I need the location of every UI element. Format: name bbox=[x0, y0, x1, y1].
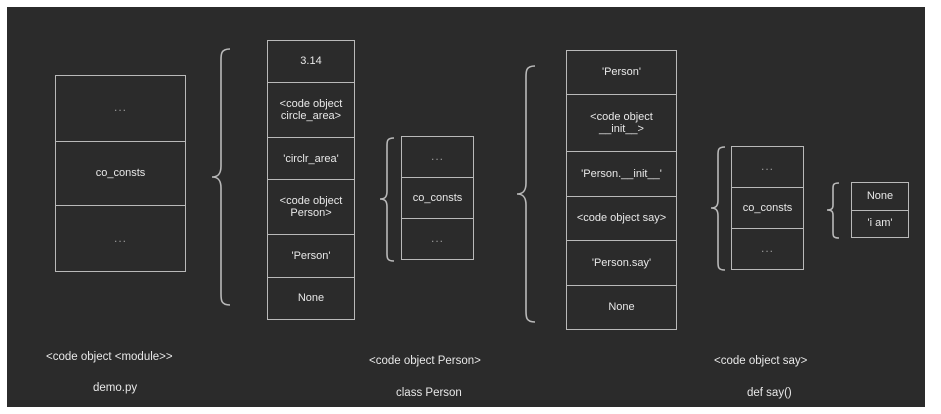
box-row-ellipsis-top: ... bbox=[402, 137, 473, 179]
const-item: 'circlr_area' bbox=[268, 138, 354, 181]
brace-person-consts bbox=[512, 65, 542, 323]
const-item: 'Person' bbox=[268, 235, 354, 278]
box-row-ellipsis-top: ... bbox=[56, 76, 185, 142]
co-consts-list-person: 'Person' <code object __init__> 'Person.… bbox=[566, 50, 677, 330]
const-item: 3.14 bbox=[268, 41, 354, 84]
box-row-ellipsis-bottom: ... bbox=[430, 230, 444, 245]
const-item: 'i am' bbox=[867, 217, 893, 230]
const-item: <code object __init__> bbox=[567, 95, 676, 153]
box-row-ellipsis-bottom: ... bbox=[760, 240, 774, 255]
const-item: None bbox=[297, 292, 325, 304]
co-consts-list-module: 3.14 <code object circle_area> 'circlr_a… bbox=[267, 40, 355, 320]
caption-code-object-person: <code object Person> bbox=[369, 355, 481, 367]
brace-module-consts bbox=[207, 48, 237, 306]
caption-code-object-say: <code object say> bbox=[714, 355, 808, 367]
const-item: None bbox=[852, 183, 908, 211]
diagram-canvas: ... co_consts ... 3.14 <code object circ… bbox=[7, 7, 925, 407]
co-consts-list-say: None 'i am' bbox=[851, 182, 909, 238]
box-row-co-consts: co_consts bbox=[56, 142, 185, 207]
caption-code-object-module: <code object <module>> bbox=[46, 351, 173, 363]
caption-source-def-say: def say() bbox=[747, 387, 792, 399]
const-item: <code object Person> bbox=[268, 180, 354, 236]
box-row-co-consts: co_consts bbox=[732, 188, 803, 229]
const-item: <code object say> bbox=[567, 197, 676, 242]
const-item: 'Person.say' bbox=[567, 241, 676, 286]
caption-source-class-person: class Person bbox=[396, 387, 462, 399]
const-item: <code object circle_area> bbox=[268, 83, 354, 139]
const-item: 'Person' bbox=[567, 51, 676, 96]
brace-say-consts bbox=[822, 182, 844, 240]
code-object-box-say: ... co_consts ... bbox=[731, 146, 804, 270]
box-row-ellipsis-top: ... bbox=[732, 147, 803, 189]
code-object-box-person: ... co_consts ... bbox=[401, 136, 474, 260]
caption-source-demo-py: demo.py bbox=[93, 382, 138, 394]
box-row-ellipsis-bottom: ... bbox=[113, 230, 127, 245]
box-row-co-consts: co_consts bbox=[402, 178, 473, 219]
brace-person-owner bbox=[375, 137, 399, 263]
const-item: None bbox=[608, 300, 635, 313]
brace-say-owner bbox=[706, 146, 730, 272]
const-item: 'Person.__init__' bbox=[567, 152, 676, 197]
code-object-box-module: ... co_consts ... bbox=[55, 75, 186, 272]
